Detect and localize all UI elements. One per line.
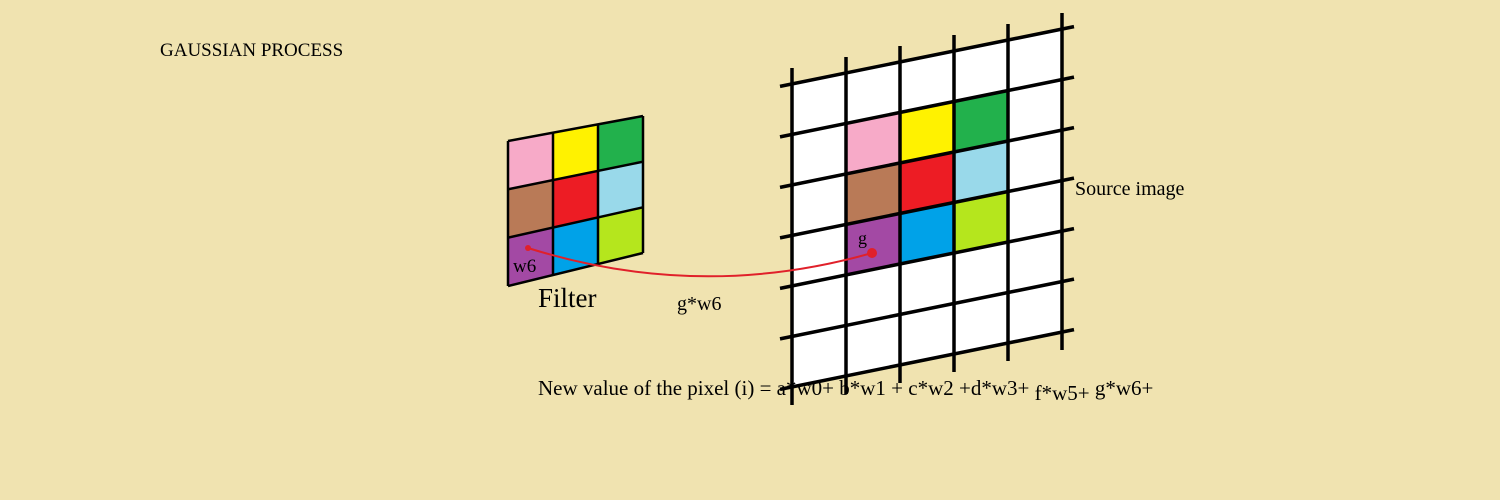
filter-cell (598, 116, 643, 171)
filter-cell (553, 124, 598, 181)
filter-weight-label: w6 (513, 256, 537, 277)
source-cell (954, 40, 1008, 102)
filter-grid-line (507, 251, 644, 288)
filter-cell (508, 132, 553, 190)
source-grid-line (779, 176, 1075, 240)
formula-part-3: g*w6+ (1094, 376, 1154, 400)
formula-part-1: New value of the pixel (i) = a*w0+ b*w1 … (538, 376, 1030, 400)
source-cell (900, 303, 954, 365)
source-cell (954, 191, 1008, 253)
filter-cell (553, 170, 598, 228)
source-cell (846, 62, 900, 124)
source-cell (846, 112, 900, 174)
source-grid-line (779, 327, 1075, 392)
source-cell (792, 73, 846, 135)
source-cells (792, 29, 1062, 387)
source-cell (900, 152, 954, 214)
filter-cell (553, 217, 598, 275)
formula-text: New value of the pixel (i) = a*w0+ b*w1 … (538, 376, 1154, 404)
source-grid (779, 13, 1075, 405)
source-cell (792, 174, 846, 236)
source-grid-line (779, 75, 1075, 139)
source-cell (900, 253, 954, 315)
source-cell (954, 292, 1008, 354)
filter-grid-line (507, 114, 644, 143)
filter-grid (506, 114, 645, 288)
source-cell (846, 163, 900, 225)
source-image-label: Source image (1075, 178, 1185, 200)
source-cell (900, 51, 954, 113)
filter-cells (508, 116, 643, 286)
diagram-title: GAUSSIAN PROCESS (160, 40, 344, 61)
source-cell (1008, 79, 1062, 141)
source-cell (792, 275, 846, 337)
source-cell (954, 141, 1008, 203)
filter-grid-line (507, 206, 644, 239)
source-cell (1008, 231, 1062, 293)
source-grid-line (779, 277, 1075, 341)
source-cell (954, 242, 1008, 304)
source-cell (792, 224, 846, 286)
filter-cell (508, 180, 553, 238)
connector-label: g*w6 (677, 293, 722, 315)
source-cell (846, 314, 900, 376)
filter-cell (508, 227, 553, 286)
source-cell (900, 101, 954, 163)
filter-cell (598, 161, 643, 218)
source-cell (792, 325, 846, 387)
source-grid-line (779, 226, 1075, 291)
source-grid-line (779, 125, 1075, 190)
source-cell (1008, 180, 1062, 242)
source-cell (1008, 130, 1062, 192)
source-pixel-dot (867, 248, 877, 258)
formula-part-2: f*w5+ (1034, 381, 1090, 405)
source-pixel-label: g (858, 228, 867, 248)
filter-weight-dot (525, 245, 531, 251)
filter-grid-line (507, 160, 644, 191)
source-cell (846, 213, 900, 275)
filter-cell (598, 207, 643, 264)
source-cell (1008, 281, 1062, 343)
connector-curve (527, 247, 873, 278)
source-cell (900, 202, 954, 264)
source-cell (1008, 29, 1062, 91)
source-cell (846, 264, 900, 326)
source-cell (954, 90, 1008, 152)
source-grid-line (779, 24, 1075, 89)
filter-label: Filter (538, 283, 597, 313)
source-cell (792, 123, 846, 185)
